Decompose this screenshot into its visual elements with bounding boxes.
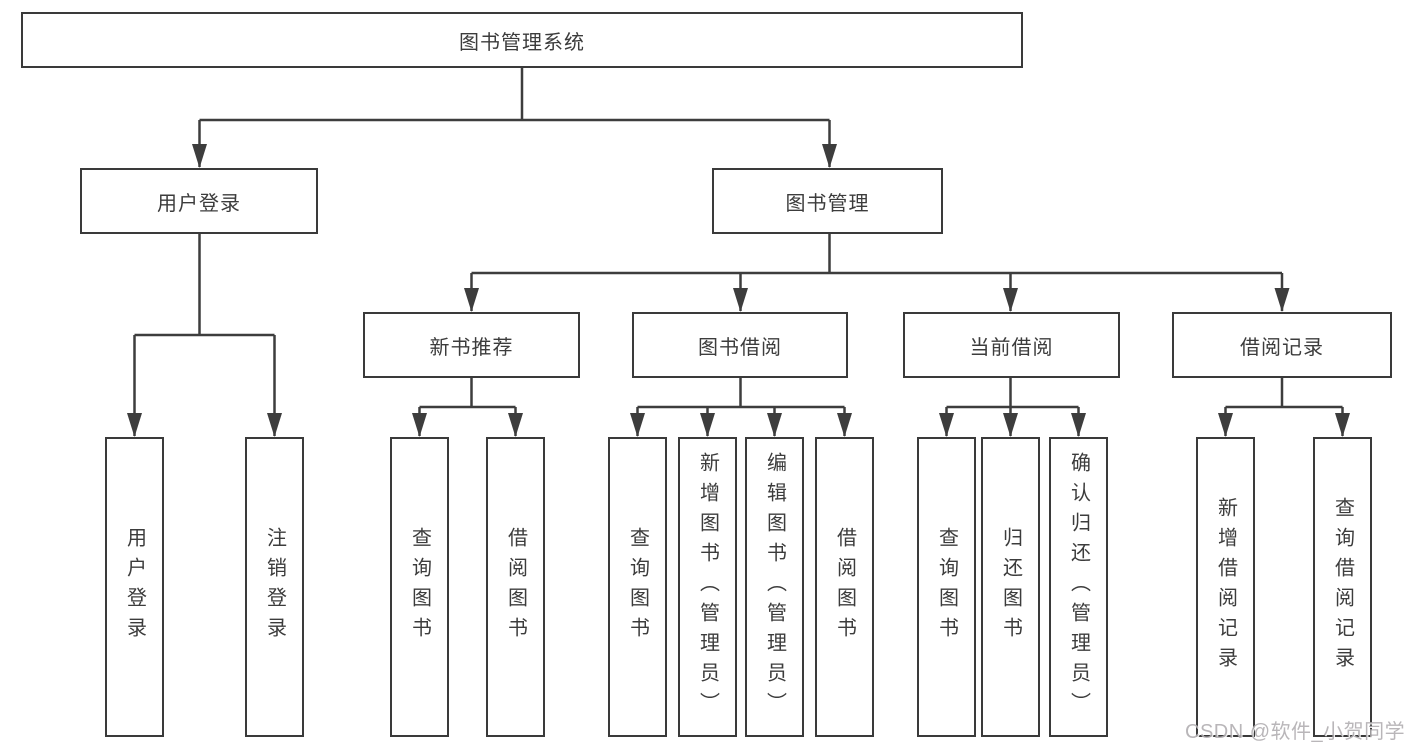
leaf-edit-books-admin: 编辑图书（管理员） <box>745 437 804 737</box>
leaf-query-books-borrow: 查询图书 <box>608 437 667 737</box>
leaf-add-borrow-record: 新增借阅记录 <box>1196 437 1255 737</box>
leaf-borrow-books: 借阅图书 <box>815 437 874 737</box>
node-book-borrow: 图书借阅 <box>632 312 848 378</box>
leaf-borrow-books-recommend: 借阅图书 <box>486 437 545 737</box>
leaf-query-borrow-record: 查询借阅记录 <box>1313 437 1372 737</box>
leaf-query-books-recommend: 查询图书 <box>390 437 449 737</box>
node-user-login: 用户登录 <box>80 168 318 234</box>
leaf-add-books-admin: 新增图书（管理员） <box>678 437 737 737</box>
leaf-query-books-current: 查询图书 <box>917 437 976 737</box>
leaf-return-books: 归还图书 <box>981 437 1040 737</box>
csdn-watermark: CSDN @软件_小贺同学 <box>1185 721 1405 743</box>
node-book-management: 图书管理 <box>712 168 943 234</box>
node-current-borrow: 当前借阅 <box>903 312 1120 378</box>
node-new-book-recommend: 新书推荐 <box>363 312 580 378</box>
leaf-user-login: 用户登录 <box>105 437 164 737</box>
leaf-confirm-return-admin: 确认归还（管理员） <box>1049 437 1108 737</box>
node-borrow-record: 借阅记录 <box>1172 312 1392 378</box>
leaf-logout-login: 注销登录 <box>245 437 304 737</box>
node-library-management-system: 图书管理系统 <box>21 12 1023 68</box>
